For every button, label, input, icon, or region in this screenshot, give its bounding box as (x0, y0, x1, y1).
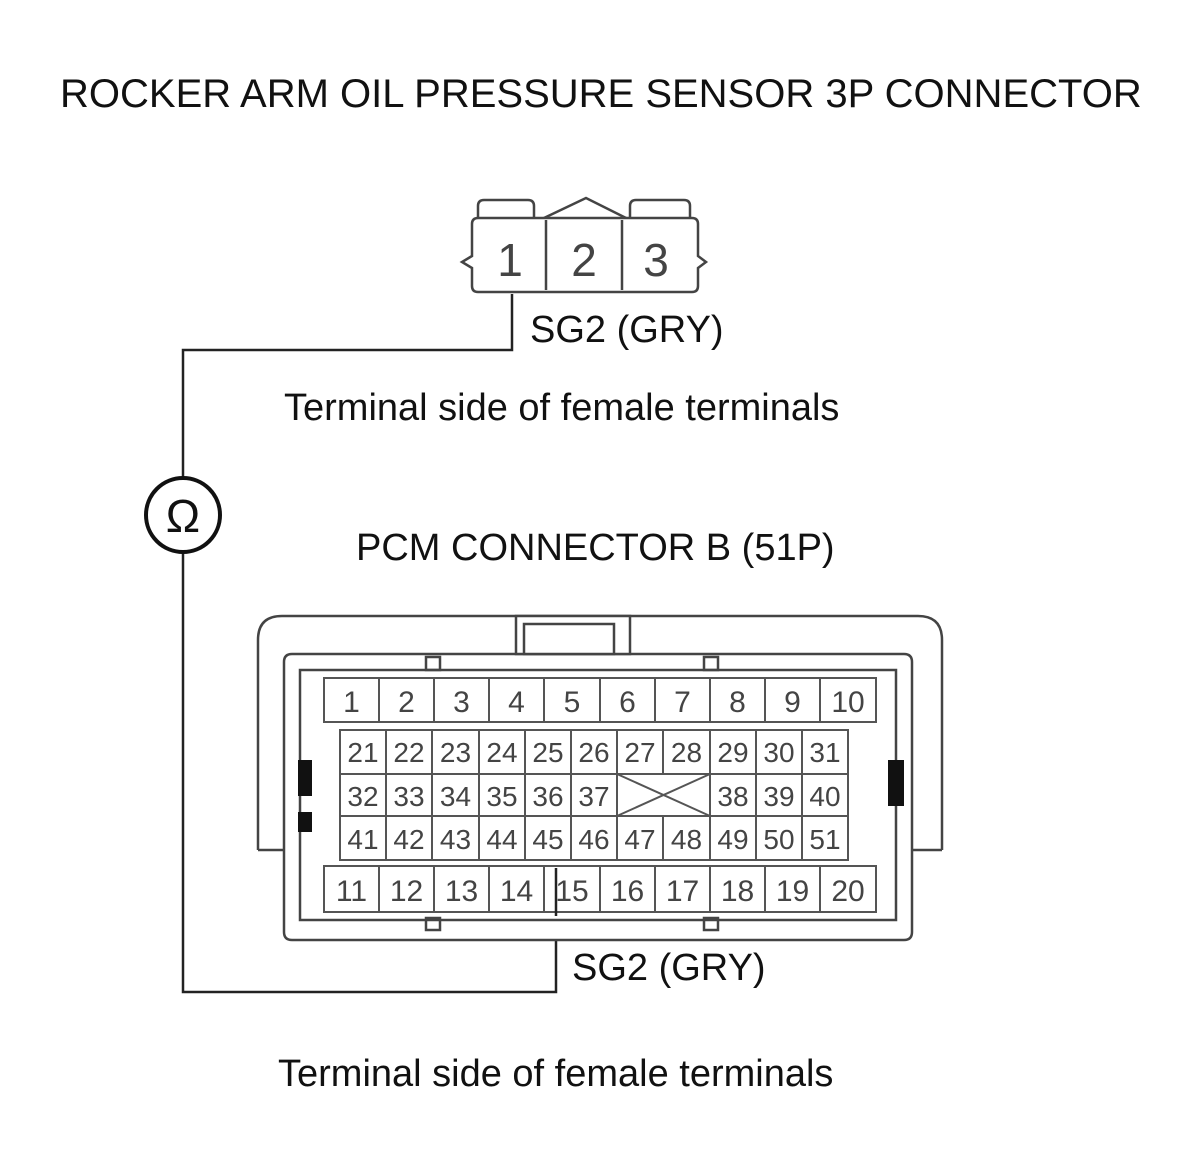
pcm-pin-40: 40 (809, 781, 840, 812)
pcm-pin-9: 9 (784, 686, 801, 719)
pcm-pin-42: 42 (393, 824, 424, 855)
pcm-caption: Terminal side of female terminals (278, 1053, 833, 1095)
pcm-pin-28: 28 (671, 737, 702, 768)
pcm-pin-17: 17 (666, 875, 699, 908)
sensor-pin-2: 2 (571, 234, 597, 286)
pcm-pin-26: 26 (578, 737, 609, 768)
pcm-pin-33: 33 (393, 781, 424, 812)
pcm-pin-45: 45 (532, 824, 563, 855)
pcm-pin-46: 46 (578, 824, 609, 855)
pcm-pin-24: 24 (486, 737, 517, 768)
pcm-pin-13: 13 (445, 875, 478, 908)
pcm-pin-16: 16 (611, 875, 644, 908)
pcm-pin-15: 15 (555, 875, 588, 908)
pcm-pin-35: 35 (486, 781, 517, 812)
pcm-pin-51: 51 (809, 824, 840, 855)
pcm-pin-3: 3 (453, 686, 470, 719)
pcm-pin-22: 22 (393, 737, 424, 768)
pcm-pin-8: 8 (729, 686, 746, 719)
pcm-pin-4: 4 (508, 686, 525, 719)
pcm-pin-1: 1 (343, 686, 360, 719)
pcm-wire-label: SG2 (GRY) (572, 947, 766, 989)
pcm-pin-37: 37 (578, 781, 609, 812)
pcm-pin-21: 21 (347, 737, 378, 768)
pcm-pin-2: 2 (398, 686, 415, 719)
pcm-pin-5: 5 (564, 686, 581, 719)
pcm-pin-20: 20 (831, 875, 864, 908)
pcm-pin-14: 14 (500, 875, 533, 908)
pcm-pin-39: 39 (763, 781, 794, 812)
pcm-pin-27: 27 (624, 737, 655, 768)
pcm-connector-title: PCM CONNECTOR B (51P) (356, 527, 835, 569)
sensor-pin-1: 1 (497, 234, 523, 286)
pcm-pin-36: 36 (532, 781, 563, 812)
pcm-pin-50: 50 (763, 824, 794, 855)
sensor-pin-3: 3 (643, 234, 669, 286)
pcm-pin-19: 19 (776, 875, 809, 908)
pcm-pin-23: 23 (440, 737, 471, 768)
pcm-pin-7: 7 (674, 686, 691, 719)
pcm-pin-43: 43 (440, 824, 471, 855)
left-lock-tab-small (298, 812, 312, 832)
sensor-wire-label: SG2 (GRY) (530, 309, 724, 351)
pcm-pin-6: 6 (619, 686, 636, 719)
pcm-pin-38: 38 (717, 781, 748, 812)
pcm-pin-11: 11 (336, 875, 367, 908)
pcm-pin-34: 34 (440, 781, 471, 812)
ohmmeter-symbol: Ω (144, 476, 222, 554)
pcm-pin-29: 29 (717, 737, 748, 768)
sensor-caption: Terminal side of female terminals (284, 387, 839, 429)
pcm-pin-31: 31 (809, 737, 840, 768)
pcm-pin-10: 10 (831, 686, 864, 719)
pcm-pin-48: 48 (671, 824, 702, 855)
pcm-pin-25: 25 (532, 737, 563, 768)
pcm-pin-44: 44 (486, 824, 517, 855)
diagram-title: ROCKER ARM OIL PRESSURE SENSOR 3P CONNEC… (60, 72, 1142, 116)
sensor-3p-connector (459, 196, 709, 294)
pcm-pin-12: 12 (390, 875, 423, 908)
pcm-pin-30: 30 (763, 737, 794, 768)
pcm-pin-47: 47 (624, 824, 655, 855)
left-lock-tab (298, 760, 312, 796)
pcm-pin-32: 32 (347, 781, 378, 812)
ohm-icon: Ω (166, 490, 200, 542)
pcm-pin-grid (323, 677, 877, 913)
right-lock-tab (888, 760, 904, 806)
pcm-pin-49: 49 (717, 824, 748, 855)
pcm-pin-41: 41 (347, 824, 378, 855)
pcm-pin-18: 18 (721, 875, 754, 908)
